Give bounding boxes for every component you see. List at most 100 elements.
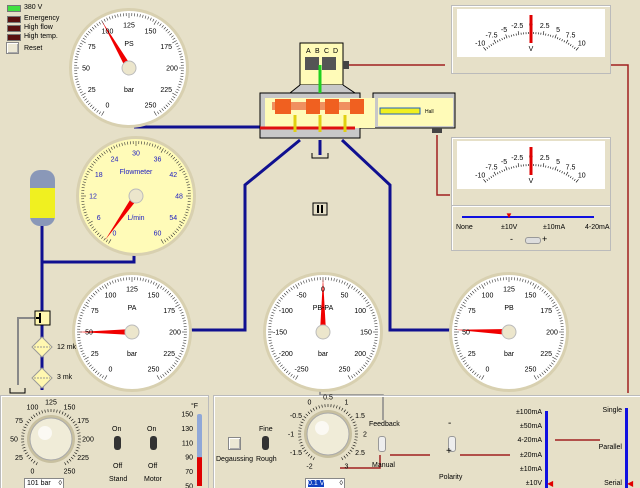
led-high-flow	[7, 25, 21, 32]
gauge-tick-label: 25	[468, 351, 476, 358]
motor-label: Motor	[144, 476, 162, 483]
range-option[interactable]: 4-20mA	[517, 437, 542, 445]
range-option[interactable]: ±10V	[525, 480, 542, 487]
knob[interactable]	[306, 412, 350, 456]
pressure-input[interactable]: 101 bar◊	[24, 478, 64, 488]
selected-marker[interactable]: ◀	[547, 479, 554, 488]
polarity-toggle[interactable]	[525, 237, 541, 244]
gauge-tick-label: 24	[111, 156, 119, 163]
knob-tick-label: 0	[31, 469, 35, 476]
gauge-tick-label: 60	[154, 231, 162, 238]
temp-tick-label: 50	[185, 484, 193, 488]
option-none[interactable]: None	[456, 224, 473, 231]
led-label: High flow	[24, 24, 53, 31]
range-option[interactable]: ±50mA	[519, 423, 542, 431]
fine-rough-toggle[interactable]	[262, 436, 269, 450]
coil-slider[interactable]	[625, 408, 628, 488]
gauge-tick-label: 75	[468, 308, 476, 315]
servo-valve	[259, 42, 456, 139]
gauge-tick-label: 0	[113, 231, 117, 238]
gauge-tick-label: 12	[89, 194, 97, 201]
selector-track[interactable]	[462, 216, 594, 218]
voltmeter-unit: V	[529, 46, 534, 53]
gauge-tick-label: -250	[294, 367, 308, 374]
gauge-tick-label: 150	[145, 28, 157, 35]
coil-label: A	[306, 48, 311, 55]
reset-button[interactable]	[6, 42, 19, 54]
temp-tick-label: 70	[185, 469, 193, 476]
polarity-toggle[interactable]	[448, 436, 456, 452]
gauge-tick-label: 100	[105, 292, 117, 299]
voltmeter-tick-label: 7.5	[566, 33, 576, 40]
stand-on-label: On	[112, 426, 122, 433]
temp-tick-label: 150	[181, 412, 193, 419]
gauge-tick-label: 175	[540, 308, 552, 315]
gauge-tick-label: 150	[525, 292, 537, 299]
voltmeter-tick-label: -7.5	[485, 33, 497, 40]
knob-tick-label: 2.5	[355, 450, 365, 457]
gauge-tick-label: 42	[169, 172, 177, 179]
knob-tick-label: 2	[363, 432, 367, 439]
voltmeter-tick-label: -2.5	[511, 155, 523, 162]
reset-label: Reset	[24, 45, 43, 52]
led-label: 380 V	[24, 4, 43, 11]
voltmeter-tick-label: -5	[501, 27, 507, 34]
gauge-needle	[455, 329, 510, 335]
voltmeter-unit: V	[529, 178, 534, 185]
stand-toggle[interactable]	[114, 436, 121, 450]
option-4-20ma[interactable]: 4-20mA	[585, 224, 610, 231]
knob-tick-label: 75	[15, 418, 23, 425]
pressure-value: 101 bar	[27, 480, 51, 487]
voltage-input[interactable]: 0.1 V◊	[305, 478, 345, 488]
temp-tick-label: 130	[181, 426, 193, 433]
gauge-unit: L/min	[127, 215, 144, 222]
coil-label: B	[315, 48, 320, 55]
gauge-title: PB-PA	[313, 305, 334, 312]
gauge-tick-label: 100	[482, 292, 494, 299]
gauge-tick-label: 200	[546, 330, 558, 337]
gauge-tick-label: -50	[296, 292, 306, 299]
polarity-plus: +	[446, 446, 452, 457]
voltmeter-tick-label: 7.5	[566, 165, 576, 172]
knob-tick-label: 50	[10, 437, 18, 444]
manual-label: Manual	[372, 462, 395, 469]
knob[interactable]	[29, 417, 73, 461]
range-slider[interactable]	[545, 411, 548, 488]
knob-tick-label: 250	[64, 469, 76, 476]
voltmeter-tick-label: -2.5	[511, 23, 523, 30]
range-option[interactable]: ±20mA	[519, 451, 542, 459]
stand-off-label: Off	[113, 463, 123, 470]
degaussing-button[interactable]	[228, 437, 241, 450]
coil-option[interactable]: Serial	[604, 480, 622, 487]
selector-marker[interactable]: ▼	[505, 211, 513, 220]
motor-on-label: On	[147, 426, 157, 433]
gauge-hub	[501, 324, 517, 340]
voltmeter-tick-label: 2.5	[540, 23, 550, 30]
gauge-hub	[128, 188, 144, 204]
range-option[interactable]: ±100mA	[515, 409, 542, 416]
motor-toggle[interactable]	[150, 436, 157, 450]
polarity-label: Polarity	[439, 474, 463, 481]
selected-marker[interactable]: ◀	[627, 479, 634, 488]
feedback-manual-toggle[interactable]	[378, 436, 386, 452]
gauge-tick-label: 54	[169, 215, 177, 222]
gauge-tick-label: 100	[102, 28, 114, 35]
coil-label: D	[333, 48, 338, 55]
gauge-unit: bar	[504, 351, 515, 358]
fine-label: Fine	[259, 426, 273, 433]
coil-option[interactable]: Single	[602, 407, 622, 414]
gauge-tick-label: 125	[503, 287, 515, 294]
option-10ma[interactable]: ±10mA	[543, 224, 566, 231]
option-10v[interactable]: ±10V	[501, 224, 518, 231]
coil-option[interactable]: Parallel	[598, 443, 622, 451]
range-option[interactable]: ±10mA	[519, 465, 542, 473]
gauge-tick-label: 125	[126, 287, 138, 294]
